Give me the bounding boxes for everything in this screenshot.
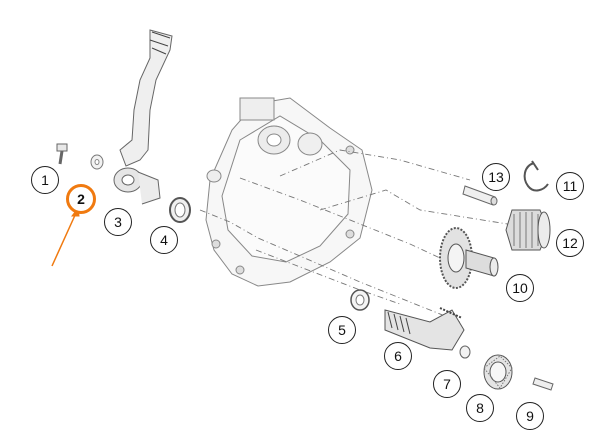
callout-4: 4 bbox=[150, 226, 178, 254]
callout-label: 10 bbox=[512, 280, 528, 296]
part-engine-cover bbox=[205, 97, 373, 287]
part-pin-9 bbox=[532, 377, 554, 391]
assembly-line bbox=[255, 249, 401, 305]
part-bolt bbox=[56, 143, 68, 165]
assembly-line bbox=[319, 189, 521, 227]
part-ratchet-wheel-8 bbox=[483, 354, 513, 390]
callout-6: 6 bbox=[384, 342, 412, 370]
callout-label: 11 bbox=[562, 178, 578, 194]
callout-label: 6 bbox=[394, 348, 402, 364]
part-kick-starter-shaft bbox=[384, 307, 465, 351]
callout-11: 11 bbox=[556, 172, 584, 200]
callout-label: 7 bbox=[443, 376, 451, 392]
callout-label: 13 bbox=[488, 169, 504, 185]
highlight-arrow bbox=[51, 212, 77, 267]
callout-7: 7 bbox=[433, 370, 461, 398]
assembly-line bbox=[279, 149, 471, 181]
callout-2: 2 bbox=[66, 184, 96, 214]
callout-3: 3 bbox=[104, 208, 132, 236]
callout-label: 4 bbox=[160, 232, 168, 248]
part-kick-starter-lever bbox=[113, 29, 173, 205]
callout-1: 1 bbox=[31, 166, 59, 194]
callout-8: 8 bbox=[466, 394, 494, 422]
part-washer-7 bbox=[459, 345, 471, 359]
callout-13: 13 bbox=[482, 163, 510, 191]
callout-label: 9 bbox=[526, 408, 534, 424]
callout-label: 1 bbox=[41, 172, 49, 188]
callout-label: 8 bbox=[476, 400, 484, 416]
callout-label: 5 bbox=[338, 322, 346, 338]
part-gear-12 bbox=[505, 209, 551, 251]
callout-10: 10 bbox=[506, 274, 534, 302]
part-intermediate-gear-10 bbox=[439, 227, 499, 289]
callout-label: 2 bbox=[77, 191, 85, 207]
callout-12: 12 bbox=[556, 229, 584, 257]
assembly-line bbox=[239, 177, 441, 259]
callout-label: 3 bbox=[114, 214, 122, 230]
part-shaft-13 bbox=[462, 185, 498, 206]
callout-9: 9 bbox=[516, 402, 544, 430]
callout-5: 5 bbox=[328, 316, 356, 344]
callout-label: 12 bbox=[562, 235, 578, 251]
part-circlip bbox=[523, 162, 549, 192]
